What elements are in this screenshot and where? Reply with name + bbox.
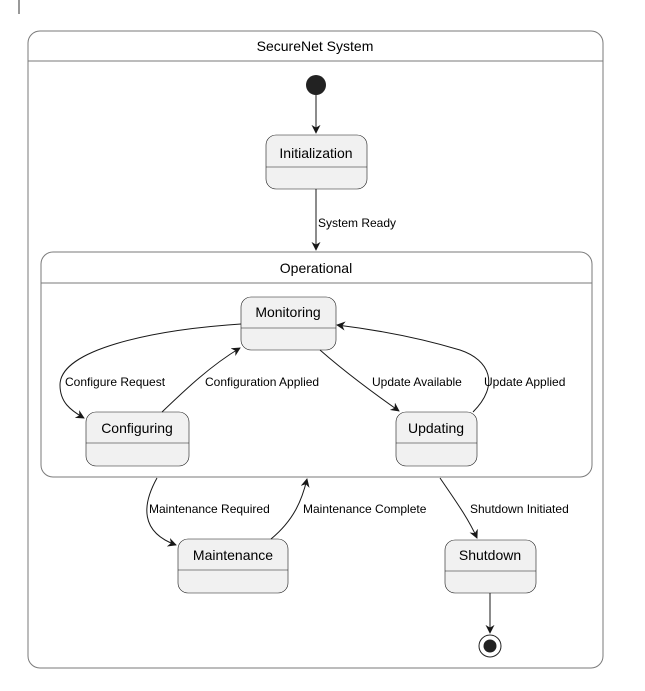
edge-maintenance-complete	[270, 478, 310, 540]
state-monitoring-label: Monitoring	[255, 304, 320, 320]
state-shutdown-label: Shutdown	[459, 547, 521, 563]
state-maintenance-label: Maintenance	[193, 547, 273, 563]
edge-maintenance-required	[146, 477, 177, 547]
edge-label-maintenance-complete: Maintenance Complete	[303, 502, 427, 516]
final-state-node	[478, 634, 502, 658]
edge-shutdown-initiated	[439, 477, 478, 539]
state-updating-label: Updating	[408, 420, 464, 436]
edge-configure-request	[59, 323, 242, 419]
edge-label-configuration-applied: Configuration Applied	[205, 375, 319, 389]
edge-label-configure-request: Configure Request	[65, 375, 166, 389]
state-maintenance: Maintenance	[177, 538, 289, 594]
state-initialization-label: Initialization	[279, 145, 352, 161]
state-updating: Updating	[395, 411, 478, 467]
edge-label-system-ready: System Ready	[318, 216, 396, 230]
composite-title-operational: Operational	[280, 260, 352, 276]
edge-label-maintenance-required: Maintenance Required	[149, 502, 270, 516]
state-shutdown: Shutdown	[444, 539, 537, 594]
state-configuring: Configuring	[85, 411, 190, 467]
state-monitoring: Monitoring	[240, 296, 337, 351]
edge-label-update-applied: Update Applied	[484, 375, 565, 389]
composite-title-securenet: SecureNet System	[257, 38, 374, 54]
state-initialization: Initialization	[265, 134, 368, 190]
edge-configuration-applied	[161, 347, 241, 413]
state-configuring-label: Configuring	[101, 420, 173, 436]
initial-state-node	[306, 75, 326, 95]
edge-label-update-available: Update Available	[372, 375, 462, 389]
edge-update-applied	[336, 321, 490, 413]
edge-update-available	[319, 349, 400, 412]
edge-label-shutdown-initiated: Shutdown Initiated	[470, 502, 569, 516]
